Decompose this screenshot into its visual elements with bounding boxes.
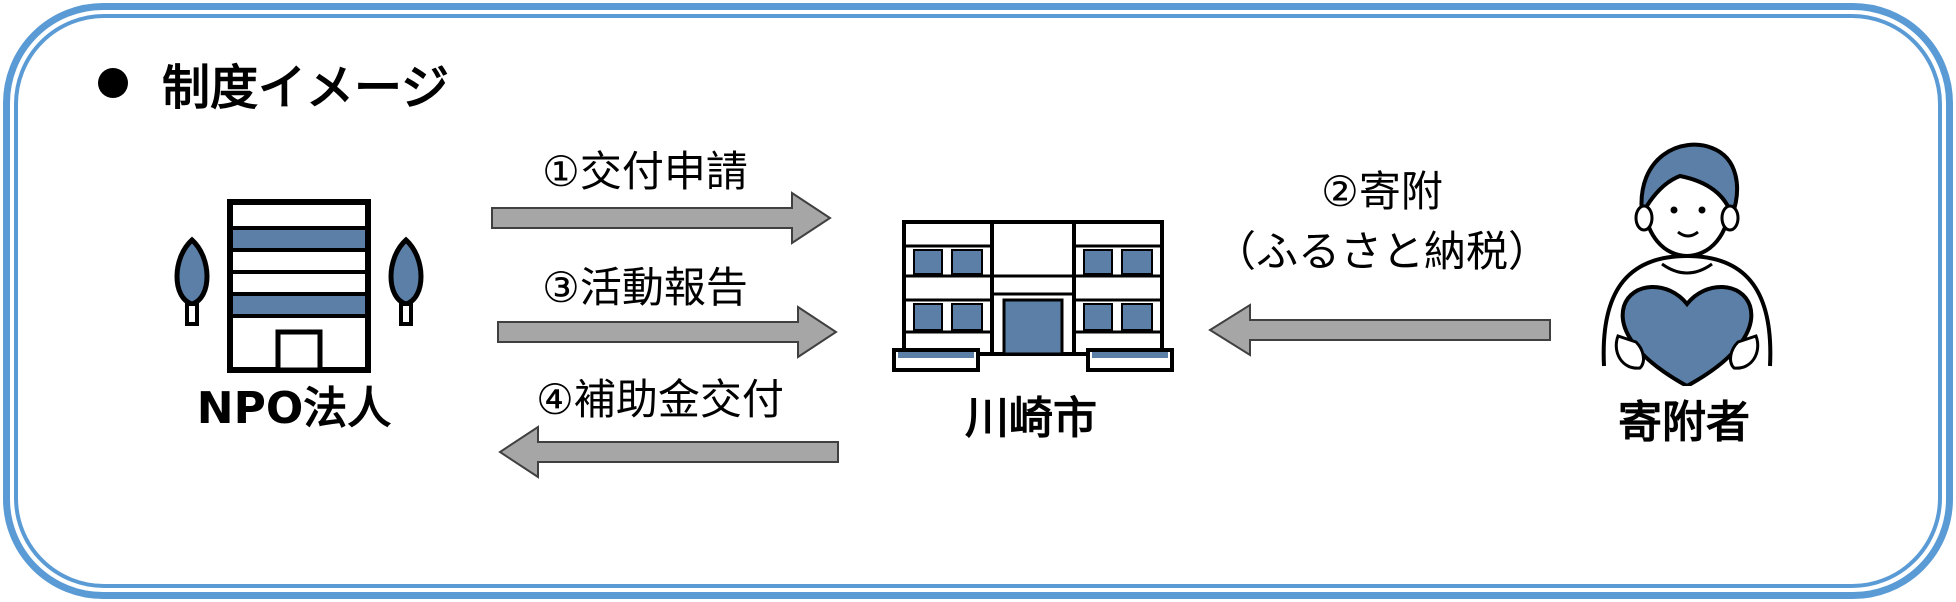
- step2-note-label: （ふるさと納税）: [1213, 227, 1551, 276]
- step1-label: ①交付申請: [542, 147, 748, 196]
- npo-building-icon: [174, 199, 424, 373]
- inner-rounded-frame: [14, 14, 1942, 588]
- donor-person-icon: [1601, 142, 1773, 386]
- arrow-right-step1: [491, 191, 832, 245]
- step4-label: ④補助金交付: [536, 375, 784, 424]
- bullet-icon: [98, 68, 128, 98]
- heading-text: 制度イメージ: [162, 60, 450, 116]
- step3-label: ③活動報告: [542, 263, 748, 312]
- city-hall-icon: [892, 220, 1174, 372]
- arrow-left-step4: [498, 425, 839, 479]
- section-heading: 制度イメージ: [98, 48, 449, 118]
- outer-rounded-frame: [3, 3, 1953, 599]
- tree-left-icon: [174, 236, 210, 326]
- city-label: 川崎市: [965, 393, 1097, 444]
- arrow-right-step3: [497, 305, 838, 359]
- tree-right-icon: [388, 236, 424, 326]
- npo-label: NPO法人: [196, 383, 392, 434]
- arrow-left-step2: [1208, 303, 1551, 357]
- donor-label: 寄附者: [1618, 397, 1750, 448]
- step2-label: ②寄附: [1321, 167, 1443, 216]
